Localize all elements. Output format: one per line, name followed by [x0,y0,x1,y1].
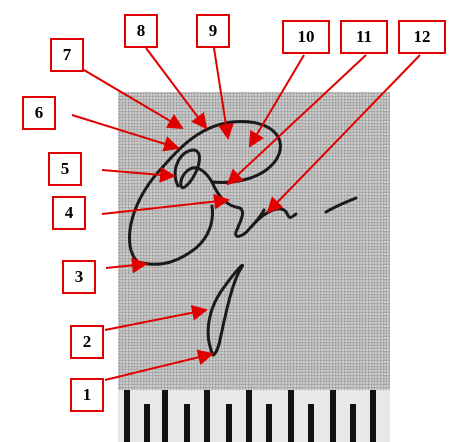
arrow-9 [214,48,228,138]
label-11: 11 [340,20,388,54]
arrow-2 [105,310,206,330]
label-3: 3 [62,260,96,294]
label-6: 6 [22,96,56,130]
arrow-1 [105,354,212,380]
arrow-3 [106,264,146,268]
arrow-10 [250,55,304,146]
label-12: 12 [398,20,446,54]
arrow-6 [72,115,178,148]
label-9: 9 [196,14,230,48]
label-2: 2 [70,325,104,359]
arrow-8 [146,48,206,128]
label-7: 7 [50,38,84,72]
label-1: 1 [70,378,104,412]
label-8: 8 [124,14,158,48]
label-5: 5 [48,152,82,186]
arrow-5 [102,170,174,176]
arrow-7 [84,70,182,128]
arrow-11 [228,55,366,184]
label-4: 4 [52,196,86,230]
arrow-4 [102,200,228,214]
label-10: 10 [282,20,330,54]
